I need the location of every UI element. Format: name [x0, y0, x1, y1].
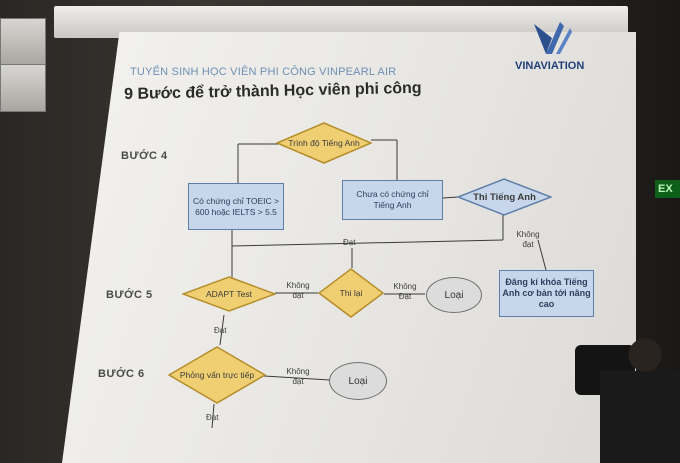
decision-interview-label: Phỏng vấn trực tiếp — [179, 370, 255, 380]
decision-english-level-label: Trình độ Tiếng Anh — [288, 138, 360, 148]
program-header: TUYỂN SINH HỌC VIÊN PHI CÔNG VINPEARL AI… — [130, 66, 397, 78]
label-fail-retake: Không Đạt — [393, 282, 417, 301]
exit-sign: EX — [655, 180, 680, 198]
decision-english-test: Thi Tiếng Anh — [457, 178, 552, 216]
label-fail-interview: Không đạt — [286, 367, 310, 386]
label-fail-english: Không đạt — [516, 230, 540, 249]
decision-adapt-test-shape — [182, 276, 276, 312]
step-5-label: BƯỚC 5 — [106, 289, 153, 301]
step-6-label: BƯỚC 6 — [98, 368, 145, 380]
camera-operator — [600, 335, 680, 463]
node-rejected-1: Loại — [426, 277, 482, 313]
decision-retake-label: Thi lại — [339, 288, 363, 298]
decision-adapt-test-label: ADAPT Test — [206, 289, 252, 299]
speaker-top — [0, 18, 46, 66]
label-pass-adapt: Đạt — [214, 326, 227, 335]
node-no-certificate: Chưa có chứng chỉ Tiếng Anh — [342, 180, 443, 220]
label-pass-interview: Đạt — [206, 413, 219, 422]
vinaviation-logo-icon — [534, 22, 572, 54]
decision-english-test-label: Thi Tiếng Anh — [473, 191, 536, 203]
label-pass-top: Đạt — [343, 238, 356, 247]
brand-name: VINAVIATION — [515, 60, 585, 72]
node-english-course: Đăng kí khóa Tiếng Anh cơ bản tới nâng c… — [499, 270, 594, 317]
node-has-certificate: Có chứng chỉ TOEIC > 600 hoặc IELTS > 5.… — [188, 183, 284, 230]
decision-retake: Thi lại — [318, 268, 384, 318]
decision-english-level-shape — [276, 122, 372, 164]
decision-adapt-test: ADAPT Test — [182, 276, 276, 312]
decision-interview: Phỏng vấn trực tiếp — [168, 346, 266, 404]
speaker-bottom — [0, 64, 46, 112]
decision-english-level: Trình độ Tiếng Anh — [276, 122, 372, 164]
decision-interview-shape — [168, 346, 266, 404]
node-rejected-2: Loại — [329, 362, 387, 400]
step-4-label: BƯỚC 4 — [121, 150, 168, 162]
label-fail-adapt: Không đạt — [286, 281, 310, 300]
decision-english-test-shape — [457, 178, 552, 216]
decision-retake-shape — [318, 268, 384, 318]
